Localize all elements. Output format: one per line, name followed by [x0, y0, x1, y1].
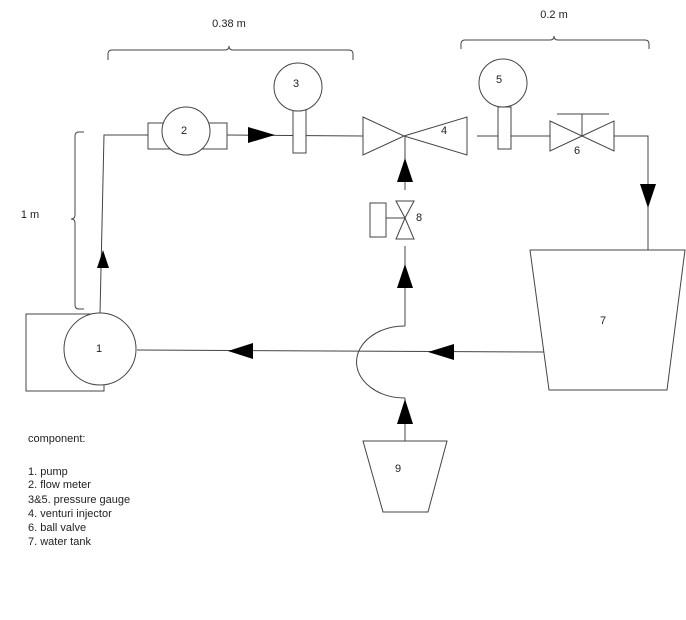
- pressure-gauge-5: 5: [478, 58, 528, 150]
- ball-valve-label: 6: [574, 145, 580, 157]
- dimension-0-38m: 0.38 m: [107, 18, 354, 60]
- dimension-label-top-left: 0.38 m: [212, 18, 246, 30]
- legend-item: 3&5. pressure gauge: [28, 494, 130, 506]
- legend-title: component:: [28, 433, 85, 445]
- arrow-left-return-left: [228, 343, 253, 359]
- legend-item: 4. venturi injector: [28, 508, 112, 520]
- fertilizer-tank-label: 9: [395, 463, 401, 475]
- ball-valve: 6: [549, 113, 615, 157]
- pump-label: 1: [96, 343, 102, 355]
- venturi-injector: 4: [362, 116, 468, 156]
- dimension-0-2m: 0.2 m: [460, 9, 650, 49]
- arrow-up-after-valve-8: [397, 158, 413, 182]
- water-tank: 7: [529, 249, 686, 391]
- dimension-1m: 1 m: [21, 131, 84, 310]
- pressure-gauge-3-label: 3: [293, 78, 299, 90]
- fertilizer-tank: 9: [362, 440, 448, 513]
- flow-meter: 2: [147, 106, 228, 156]
- pump: 1: [25, 312, 137, 392]
- arrow-right-after-flowmeter: [248, 127, 275, 143]
- pressure-gauge-5-label: 5: [496, 74, 502, 86]
- pressure-gauge-3: 3: [273, 62, 323, 154]
- dimension-label-vertical: 1 m: [21, 209, 39, 221]
- legend-item: 7. water tank: [28, 536, 91, 548]
- arrow-up-pump-outlet: [97, 250, 109, 268]
- arrow-down-to-tank: [640, 184, 656, 208]
- solenoid-valve: 8: [369, 200, 422, 240]
- arrow-left-return-right: [428, 344, 454, 360]
- legend-item: 2. flow meter: [28, 479, 91, 491]
- legend-item: 6. ball valve: [28, 522, 86, 534]
- flow-meter-label: 2: [181, 125, 187, 137]
- arrow-up-before-valve-8: [397, 264, 413, 288]
- water-tank-label: 7: [600, 315, 606, 327]
- arrow-up-from-tank-9: [397, 399, 413, 424]
- dimension-label-top-right: 0.2 m: [540, 9, 568, 21]
- legend: component: 1. pump 2. flow meter 3&5. pr…: [28, 433, 130, 548]
- solenoid-valve-label: 8: [416, 212, 422, 224]
- legend-item: 1. pump: [28, 466, 68, 478]
- flow-arrows: [97, 127, 656, 424]
- venturi-injector-label: 4: [441, 125, 447, 137]
